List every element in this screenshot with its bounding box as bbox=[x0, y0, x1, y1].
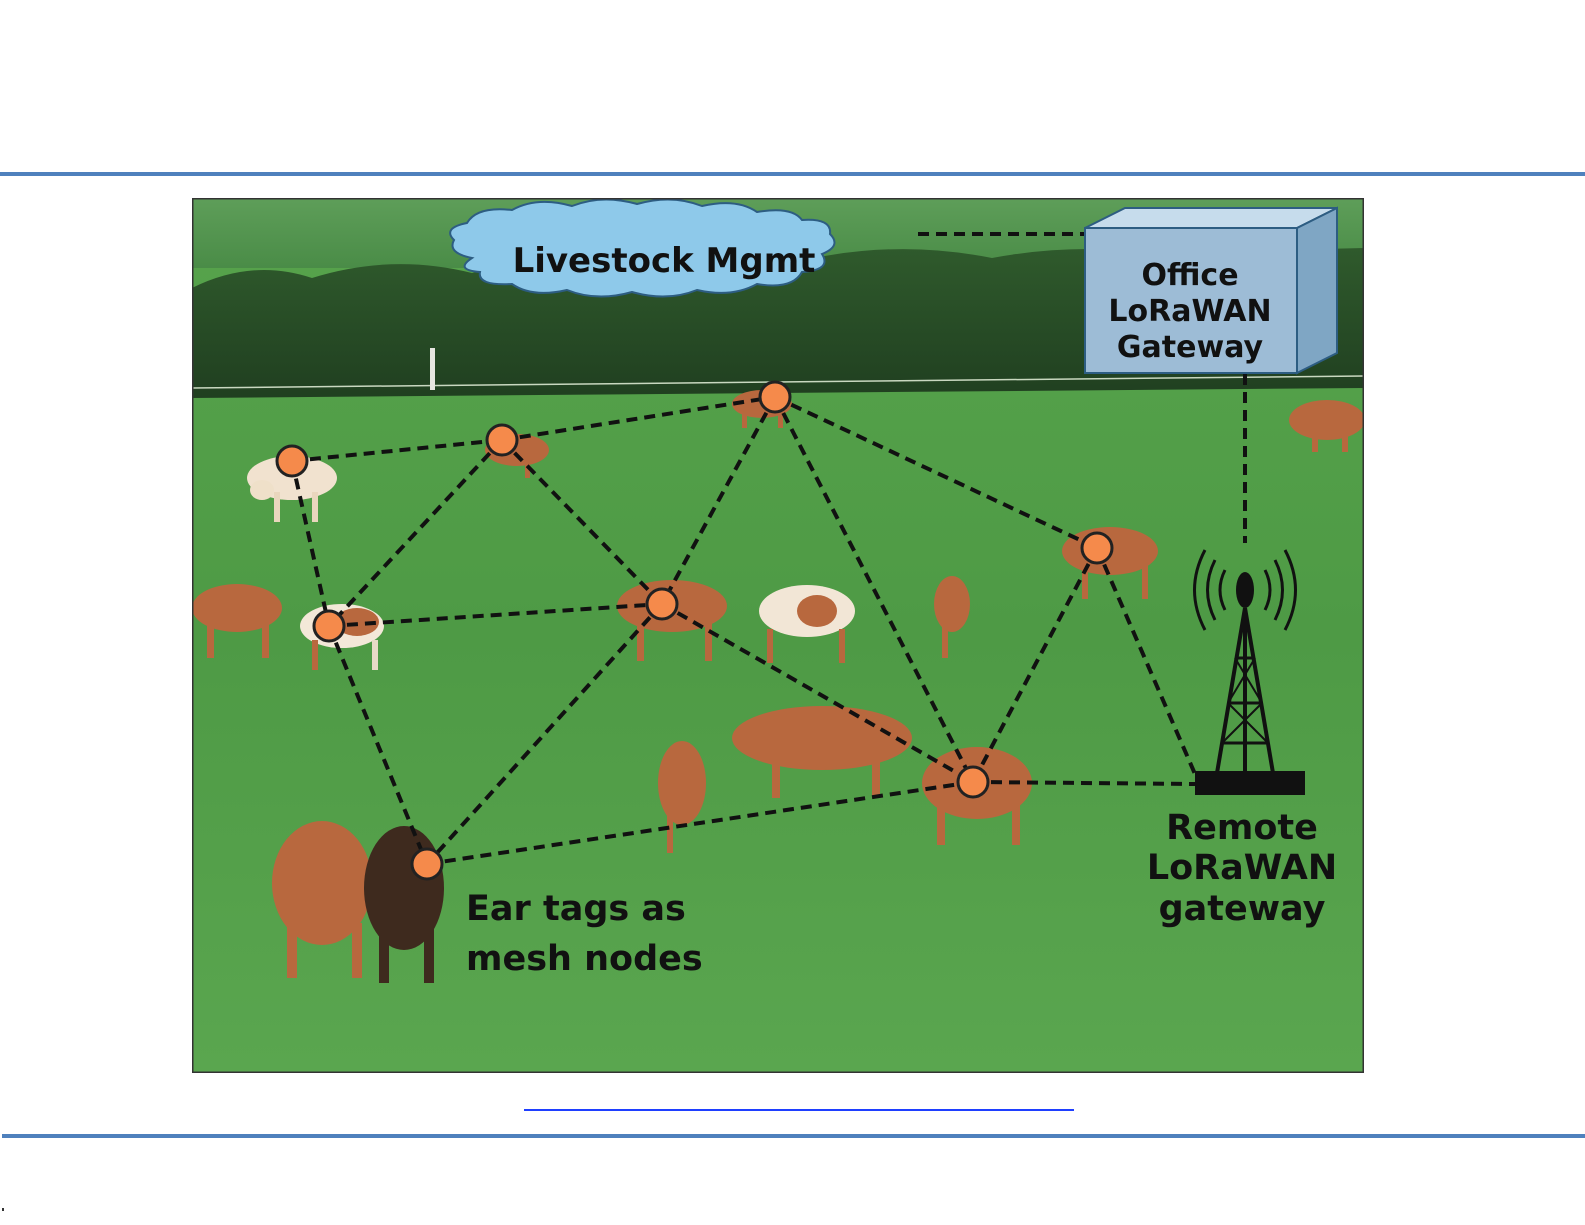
office-gateway-line-1: Office bbox=[1141, 258, 1238, 293]
bottom-divider bbox=[2, 1134, 1585, 1138]
mesh-diagram: Livestock Mgmt Office LoRaWAN Gateway bbox=[192, 198, 1364, 1073]
cloud-label: Livestock Mgmt bbox=[513, 241, 816, 281]
ear-tags-line-1: Ear tags as bbox=[466, 889, 686, 929]
mesh-node bbox=[314, 611, 344, 641]
mesh-node bbox=[487, 425, 517, 455]
remote-gateway-line-2: LoRaWAN bbox=[1147, 848, 1337, 888]
mesh-node bbox=[277, 446, 307, 476]
hyperlink-underline[interactable] bbox=[524, 1109, 1074, 1111]
page-mark bbox=[2, 1208, 4, 1211]
top-divider bbox=[0, 172, 1585, 176]
remote-gateway-line-1: Remote bbox=[1166, 808, 1318, 848]
lorawan-mesh-figure: Livestock Mgmt Office LoRaWAN Gateway bbox=[192, 198, 1364, 1073]
remote-gateway-line-3: gateway bbox=[1159, 889, 1326, 929]
office-gateway-line-2: LoRaWAN bbox=[1108, 294, 1271, 329]
mesh-node bbox=[958, 767, 988, 797]
office-gateway-line-3: Gateway bbox=[1117, 330, 1264, 365]
mesh-node bbox=[412, 849, 442, 879]
mesh-node bbox=[760, 382, 790, 412]
mesh-node bbox=[1082, 533, 1112, 563]
ear-tags-line-2: mesh nodes bbox=[466, 939, 703, 979]
mesh-node bbox=[647, 589, 677, 619]
fence-post bbox=[430, 348, 435, 390]
